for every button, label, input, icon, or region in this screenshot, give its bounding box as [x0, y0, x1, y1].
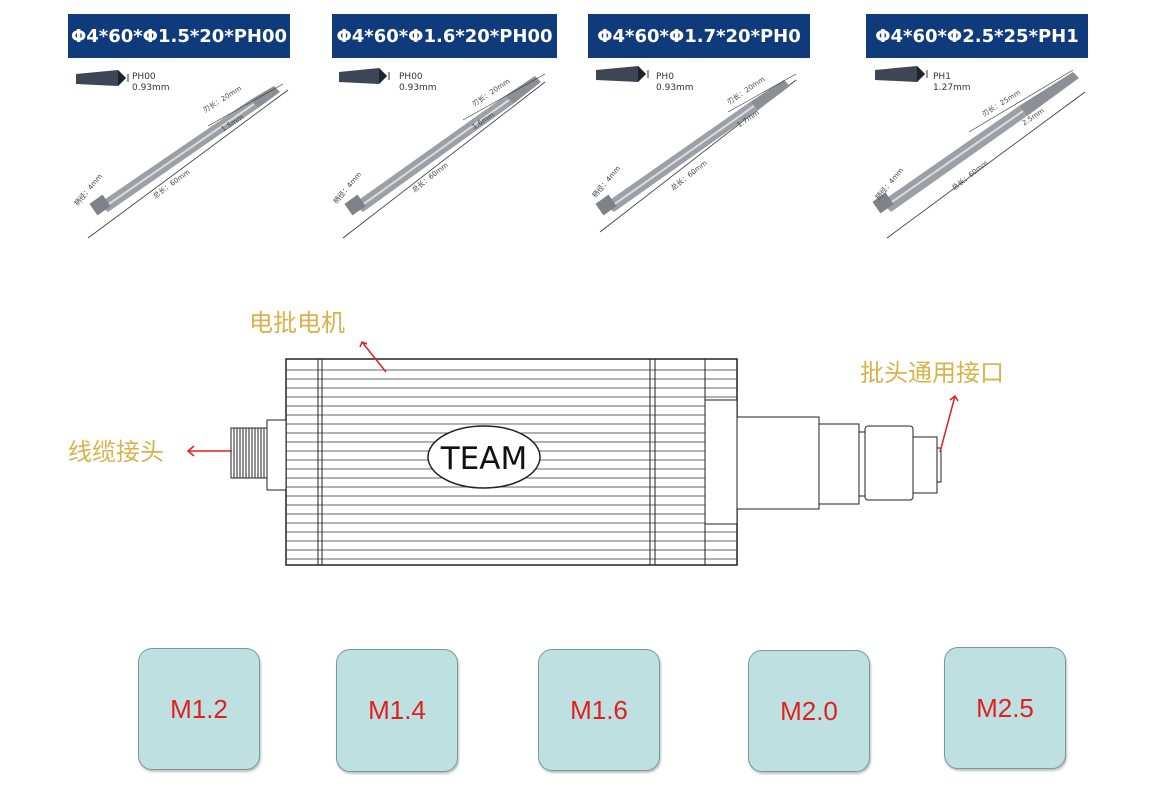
bit-illustration [595, 66, 797, 233]
bit-title: Φ4*60*Φ2.5*25*PH1 [866, 14, 1088, 58]
tip-type-label: PH00 [399, 72, 423, 82]
bit-title: Φ4*60*Φ1.7*20*PH0 [588, 14, 810, 58]
motor-drawing: TEAM [186, 341, 959, 566]
brand-logo: TEAM [440, 441, 527, 477]
bit-illustration [76, 70, 289, 239]
bit-card-3: Φ4*60*Φ1.7*20*PH0 PH0 0.93mm 刃长：20mm 1.7… [578, 0, 824, 248]
cable-label: 线缆接头 [68, 438, 164, 466]
bit-card-1: Φ4*60*Φ1.5*20*PH00 PH00 0.93mm 刃长：20mm 1… [68, 0, 314, 248]
bit-title: Φ4*60*Φ1.6*20*PH00 [332, 14, 557, 58]
tip-size-label: 0.93mm [656, 83, 694, 93]
interface-arrow [939, 395, 956, 453]
tip-type-label: PH0 [656, 72, 674, 82]
size-button-m2-0[interactable]: M2.0 [748, 650, 870, 772]
interface-label: 批头通用接口 [860, 359, 1004, 387]
bit-card-2: Φ4*60*Φ1.6*20*PH00 PH00 0.93mm 刃长：20mm 1… [323, 0, 569, 248]
bit-title: Φ4*60*Φ1.5*20*PH00 [68, 14, 290, 58]
tip-type-label: PH1 [933, 72, 951, 82]
tip-size-label: 0.93mm [132, 83, 170, 93]
tip-size-label: 0.93mm [399, 83, 437, 93]
size-button-m2-5[interactable]: M2.5 [944, 647, 1066, 769]
bit-illustration [339, 68, 546, 239]
bit-card-4: Φ4*60*Φ2.5*25*PH1 PH1 1.27mm 刃长：25mm 2.5… [853, 0, 1099, 248]
size-button-m1-2[interactable]: M1.2 [138, 648, 260, 770]
brand-oval [427, 425, 541, 489]
bit-illustration [872, 66, 1086, 239]
motor-diagram: TEAM 电批电机 批头通用接口 线缆接头 [0, 280, 1167, 610]
tip-size-label: 1.27mm [933, 83, 971, 93]
size-button-m1-6[interactable]: M1.6 [538, 649, 660, 771]
size-button-m1-4[interactable]: M1.4 [336, 649, 458, 772]
motor-arrow [361, 341, 387, 373]
motor-label: 电批电机 [249, 309, 345, 337]
tip-type-label: PH00 [132, 72, 156, 82]
